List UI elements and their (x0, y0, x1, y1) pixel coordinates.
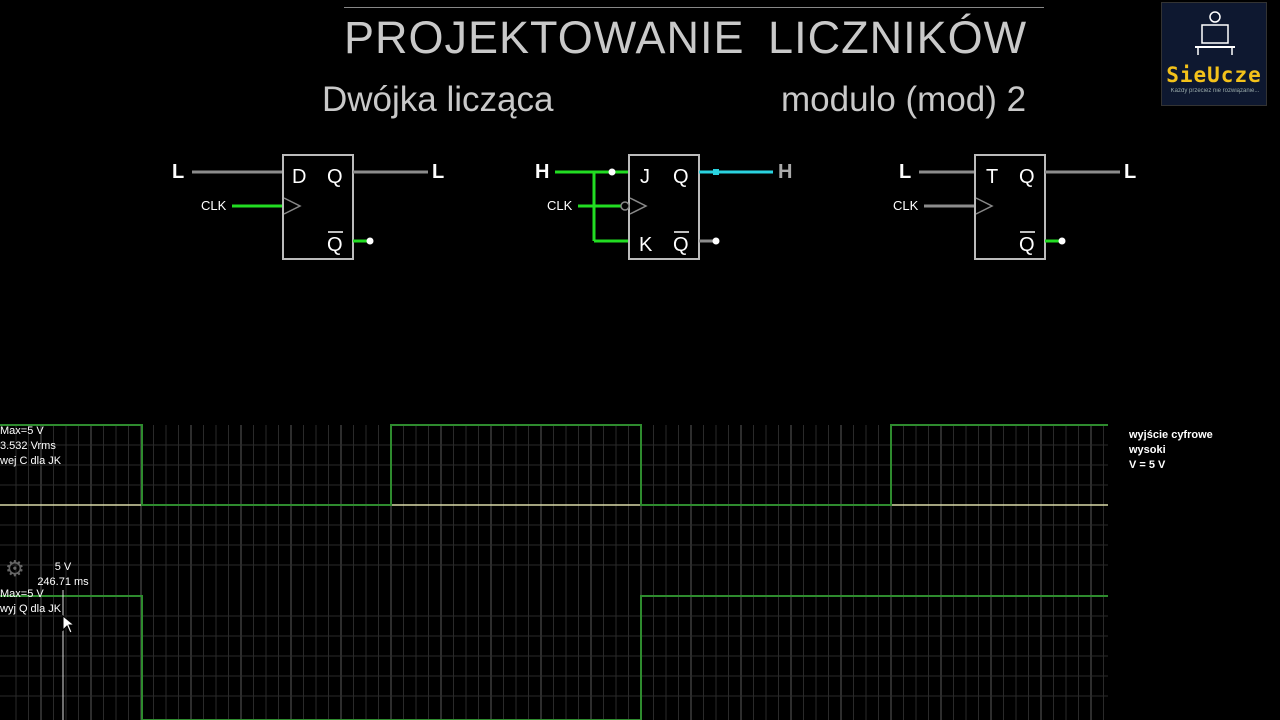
t-qbar-pin-label: Q (1019, 234, 1035, 256)
jk-k-pin-label: K (639, 234, 653, 256)
d-qbar-terminal (366, 237, 374, 245)
mouse-pointer-icon (62, 615, 76, 634)
circuit-diagram: L CLK D Q Q L H CLK J Q K Q H (172, 154, 1136, 260)
jk-flipflop[interactable]: H CLK J Q K Q H (535, 154, 792, 260)
t-pin-label: T (986, 166, 998, 188)
jk-output-label: H (778, 161, 792, 183)
t-clock-triangle (975, 197, 994, 215)
jk-input-label: H (535, 161, 549, 183)
scope-settings-gear-icon[interactable]: ⚙ (5, 556, 25, 581)
t-output-label: L (1124, 161, 1136, 183)
q-output-trace (0, 595, 1108, 720)
d-pin-label: D (292, 166, 306, 188)
jk-flipflop-body (628, 154, 700, 260)
d-flipflop[interactable]: L CLK D Q Q L (172, 154, 444, 260)
d-clk-label: CLK (201, 198, 227, 213)
status-line-2: wysoki (1129, 444, 1166, 456)
t-clk-label: CLK (893, 198, 919, 213)
d-output-label: L (432, 161, 444, 183)
trace2-info: Max=5 V wyj Q dla JK (0, 587, 61, 617)
jk-qbar-terminal (712, 237, 720, 245)
t-q-pin-label: Q (1019, 166, 1035, 188)
trace1-max: Max=5 V (0, 425, 44, 437)
jk-clock-triangle (629, 197, 648, 215)
trace2-max: Max=5 V (0, 588, 44, 600)
trace1-name: wej C dla JK (0, 455, 62, 467)
cursor-voltage: 5 V (54, 561, 72, 573)
jk-q-output-marker (713, 169, 719, 175)
page-title: PROJEKTOWANIE LICZNIKÓW (344, 12, 1028, 63)
jk-q-pin-label: Q (673, 166, 689, 188)
t-input-label: L (899, 161, 911, 183)
jk-clk-label: CLK (547, 198, 573, 213)
subtitle-left: Dwójka licząca (322, 80, 554, 119)
d-flipflop-body (282, 154, 354, 260)
jk-junction (608, 168, 616, 176)
subtitle-right: modulo (mod) 2 (781, 80, 1027, 119)
cursor-readout: 5 V 246.71 ms (34, 560, 92, 590)
jk-qbar-pin-label: Q (673, 234, 689, 256)
title-rule (344, 7, 1044, 8)
channel-logo: SieUcze Każdy przecież nie rozwiązanie..… (1161, 2, 1267, 106)
t-flipflop-body (974, 154, 1046, 260)
cursor-time: 246.71 ms (37, 576, 89, 588)
status-line-3: V = 5 V (1129, 459, 1166, 471)
t-flipflop[interactable]: L CLK T Q Q L (893, 154, 1136, 260)
d-qbar-pin-label: Q (327, 234, 343, 256)
logo-text: SieUcze (1166, 63, 1262, 87)
trace1-info: Max=5 V 3.532 Vrms wej C dla JK (0, 424, 61, 469)
jk-j-pin-label: J (640, 166, 650, 188)
oscilloscope-panel (0, 424, 1108, 720)
teacher-desk-icon (1195, 11, 1235, 55)
jk-clock-bubble (620, 201, 630, 211)
d-clock-triangle (283, 197, 302, 215)
logo-tagline: Każdy przecież nie rozwiązanie... (1170, 88, 1260, 94)
clock-trace (0, 424, 1108, 506)
trace1-rms: 3.532 Vrms (0, 440, 56, 452)
trace2-name: wyj Q dla JK (0, 603, 62, 615)
d-input-label: L (172, 161, 184, 183)
d-q-pin-label: Q (327, 166, 343, 188)
status-line-1: wyjście cyfrowe (1129, 429, 1213, 441)
t-qbar-terminal (1058, 237, 1066, 245)
digital-output-status: wyjście cyfrowe wysoki V = 5 V (1129, 428, 1213, 473)
scope-grid (0, 425, 1108, 720)
